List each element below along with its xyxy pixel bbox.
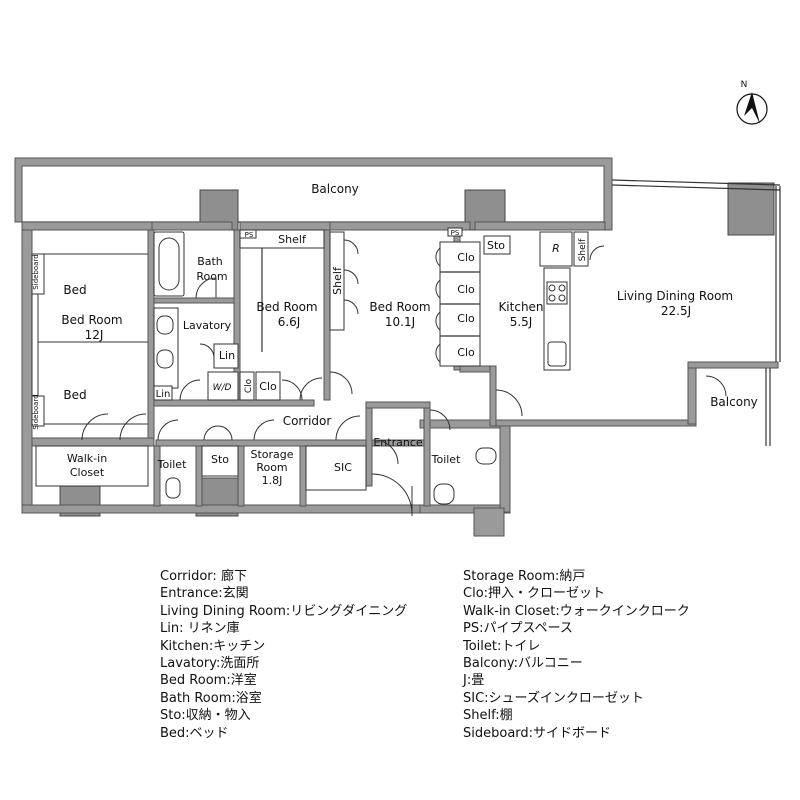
legend-item: Corridor: 廊下 — [160, 569, 247, 584]
ldr-window — [611, 179, 781, 446]
legend-item: J:畳 — [463, 673, 485, 689]
shelf-kitchen-label: Shelf — [578, 238, 588, 261]
bed-room-2: PS Shelf Bed Room 6.6J — [239, 229, 325, 401]
fridge-label: R — [552, 242, 560, 255]
balcony-right-label: Balcony — [710, 395, 758, 409]
bed-room-3-label: Bed Room — [369, 300, 430, 314]
legend-item: SIC:シューズインクローゼット — [463, 690, 644, 706]
storage-size: 1.8J — [262, 474, 283, 487]
legend-item: Lin: リネン庫 — [160, 621, 240, 637]
walk-in-label-1: Walk-in — [67, 452, 107, 465]
walk-in-closet: Walk-in Closet — [35, 445, 149, 487]
storage-room: Storage Room 1.8J — [250, 448, 293, 487]
legend-item: Storage Room:納戸 — [463, 569, 586, 584]
ps-2-label: PS — [451, 229, 460, 237]
wd-label: W/D — [213, 383, 232, 393]
sto-kitchen-label: Sto — [487, 239, 505, 252]
walk-in-label-2: Closet — [70, 466, 105, 479]
legend-item: Walk-in Closet:ウォークインクローク — [463, 603, 690, 619]
lavatory: Lavatory Lin W/D Clo Clo Lin — [153, 307, 303, 401]
shelf-top-label: Shelf — [278, 233, 307, 246]
balcony-top: Balcony — [14, 157, 613, 231]
living-dining-room: Living Dining Room 22.5J Balcony — [617, 289, 758, 409]
bath-room-label-1: Bath — [197, 255, 223, 268]
kitchen-size: 5.5J — [510, 315, 533, 329]
bed-bottom-label: Bed — [63, 388, 86, 402]
bath-room: Bath Room — [153, 231, 228, 299]
legend-item: Bath Room:浴室 — [160, 690, 262, 706]
bed-room-2-label: Bed Room — [256, 300, 317, 314]
bed-room-1-label: Bed Room — [61, 313, 122, 327]
legend-item: Sideboard:サイドボード — [463, 725, 612, 741]
legend-item: Living Dining Room:リビングダイニング — [160, 603, 408, 619]
bed-room-2-size: 6.6J — [278, 315, 301, 329]
legend-item: Sto:収納・物入 — [160, 708, 251, 724]
legend-item: PS:パイプスペース — [463, 621, 573, 637]
lin-1-label: Lin — [219, 349, 235, 362]
compass-label: N — [741, 80, 748, 90]
toilet-1-label: Toilet — [157, 458, 187, 471]
ps-1-label: PS — [245, 231, 254, 239]
toilet-2: Toilet — [429, 409, 497, 505]
legend-item: Entrance:玄関 — [160, 586, 249, 602]
ldr-size: 22.5J — [661, 304, 691, 318]
legend-item: Balcony:バルコニー — [463, 656, 583, 672]
legend-item: Kitchen:キッチン — [160, 638, 266, 654]
north-arrow-icon: N — [736, 80, 768, 125]
legend-item: Bed:ベッド — [160, 725, 229, 741]
balcony-top-label: Balcony — [311, 182, 359, 196]
legend-item: Bed Room:洋室 — [160, 673, 257, 689]
toilet-1: Toilet — [157, 458, 187, 499]
sto-2-label: Sto — [211, 453, 229, 466]
lavatory-label: Lavatory — [183, 319, 232, 332]
lin-2-label: Lin — [156, 389, 171, 400]
corridor-label: Corridor — [283, 414, 332, 428]
kitchen-label: Kitchen — [498, 300, 543, 314]
storage-label-1: Storage — [250, 448, 293, 461]
column — [727, 182, 775, 236]
ldr-label: Living Dining Room — [617, 289, 733, 303]
kitchen: Sto R Shelf Kitchen 5.5J — [483, 231, 605, 417]
clo-small-1-label: Clo — [244, 378, 254, 393]
clo-small-2-label: Clo — [259, 380, 277, 393]
legend-right: Storage Room:納戸 Clo:押入・クローゼット Walk-in Cl… — [463, 568, 690, 742]
entrance-label: Entrance — [373, 436, 423, 449]
legend-left: Corridor: 廊下 Entrance:玄関 Living Dining R… — [160, 568, 407, 742]
exterior-walls — [21, 221, 779, 537]
bed-room-3: Shelf Bed Room 10.1J PS Clo Clo Clo Clo — [329, 227, 481, 395]
sideboard-top-label: Sideboard — [32, 254, 40, 289]
clo-2-label: Clo — [457, 283, 475, 296]
legend-item: Shelf:棚 — [463, 708, 513, 724]
clo-3-label: Clo — [457, 312, 475, 325]
bed-room-1: Sideboard Sideboard Bed Bed Room 12J Bed — [31, 253, 149, 430]
clo-4-label: Clo — [457, 346, 475, 359]
corridor: Corridor — [81, 413, 361, 441]
clo-1-label: Clo — [457, 251, 475, 264]
entrance: Entrance — [371, 436, 423, 516]
bed-top-label: Bed — [63, 283, 86, 297]
bed-room-3-size: 10.1J — [385, 315, 415, 329]
legend-item: Clo:押入・クローゼット — [463, 586, 606, 602]
toilet-2-label: Toilet — [431, 453, 461, 466]
legend-item: Lavatory:洗面所 — [160, 656, 260, 672]
sto-2: Sto — [201, 445, 239, 477]
bed-room-1-size: 12J — [85, 328, 104, 342]
bath-room-label-2: Room — [196, 270, 227, 283]
shelf-mid-label: Shelf — [331, 266, 344, 295]
legend-item: Toilet:トイレ — [463, 638, 541, 654]
storage-label-2: Room — [256, 461, 287, 474]
sic-label: SIC — [334, 461, 352, 474]
sic: SIC — [305, 445, 367, 491]
sideboard-bottom-label: Sideboard — [32, 394, 40, 429]
